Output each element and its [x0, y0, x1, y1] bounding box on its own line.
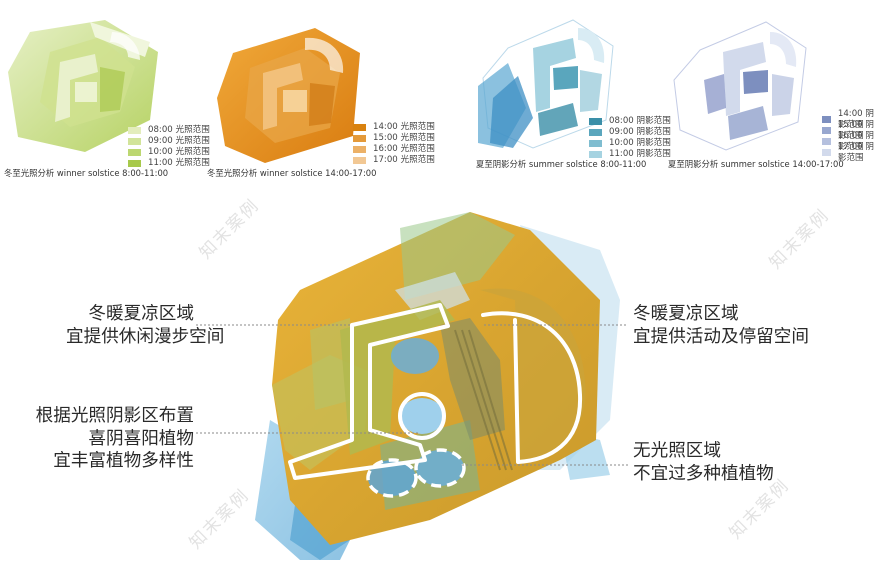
legend-label: 14:00 光照范围: [373, 122, 435, 132]
callout-line: 宜提供休闲漫步空间: [66, 326, 225, 347]
legend-item: 14:00 光照范围: [353, 122, 435, 133]
callout-left-leisure-walk: 冬暖夏凉区域 宜提供休闲漫步空间: [66, 303, 225, 348]
callout-line: 宜丰富植物多样性: [53, 451, 194, 471]
summer-afternoon-shadow-map: [673, 21, 807, 151]
legend-swatch: [353, 157, 366, 164]
legend-swatch: [822, 149, 831, 156]
callout-right-activity: 冬暖夏凉区域 宜提供活动及停留空间: [633, 303, 809, 348]
legend-item: 08:00 光照范围: [128, 125, 210, 136]
legend-label: 08:00 光照范围: [148, 125, 210, 135]
legend-label: 17:00 阴影范围: [837, 141, 874, 163]
winter-afternoon-sunlight-map: [217, 28, 360, 163]
legend-label: 16:00 阴影范围: [837, 130, 874, 152]
winter-morning-sunlight-map: [8, 20, 158, 152]
legend-item: 09:00 阴影范围: [589, 127, 671, 138]
legend-item: 09:00 光照范围: [128, 136, 210, 147]
legend-item: 10:00 光照范围: [128, 147, 210, 158]
legend-summer-morning: 08:00 阴影范围 09:00 阴影范围 10:00 阴影范围 11:00 阴…: [589, 116, 671, 160]
legend-label: 10:00 光照范围: [148, 147, 210, 157]
legend-item: 14:00 阴影范围: [822, 109, 880, 130]
callout-right-no-sunlight: 无光照区域 不宜过多种植植物: [633, 440, 774, 485]
legend-label: 15:00 阴影范围: [837, 119, 874, 141]
legend-label: 08:00 阴影范围: [609, 116, 671, 126]
legend-item: 15:00 阴影范围: [822, 120, 880, 141]
legend-label: 15:00 光照范围: [373, 133, 435, 143]
legend-item: 11:00 阴影范围: [589, 149, 671, 160]
legend-item: 17:00 阴影范围: [822, 142, 880, 163]
legend-label: 11:00 光照范围: [148, 158, 210, 168]
legend-winter-morning: 08:00 光照范围 09:00 光照范围 10:00 光照范围 11:00 光…: [128, 125, 210, 169]
legend-swatch: [128, 138, 141, 145]
legend-swatch: [589, 151, 602, 158]
legend-swatch: [353, 124, 366, 131]
callout-line: 宜提供活动及停留空间: [633, 326, 809, 347]
legend-swatch: [822, 138, 831, 145]
callout-line: 不宜过多种植植物: [633, 463, 774, 484]
legend-item: 17:00 光照范围: [353, 155, 435, 166]
legend-item: 15:00 光照范围: [353, 133, 435, 144]
legend-label: 11:00 阴影范围: [609, 149, 671, 159]
legend-swatch: [128, 160, 141, 167]
callout-line: 冬暖夏凉区域: [88, 304, 194, 324]
legend-swatch: [128, 149, 141, 156]
legend-swatch: [128, 127, 141, 134]
callout-left-planting: 根据光照阴影区布置 喜阴喜阳植物 宜丰富植物多样性: [30, 405, 194, 473]
legend-label: 16:00 光照范围: [373, 144, 435, 154]
callout-line: 喜阴喜阳植物: [88, 428, 194, 449]
legend-label: 17:00 光照范围: [373, 155, 435, 165]
legend-swatch: [589, 118, 602, 125]
legend-winter-afternoon: 14:00 光照范围 15:00 光照范围 16:00 光照范围 17:00 光…: [353, 122, 435, 166]
callout-line: 无光照区域: [633, 441, 721, 461]
caption-summer-morning: 夏至阴影分析 summer solstice 8:00-11:00: [476, 159, 647, 169]
legend-swatch: [353, 135, 366, 142]
legend-swatch: [589, 129, 602, 136]
legend-label: 09:00 阴影范围: [609, 127, 671, 137]
summer-morning-shadow-map: [478, 19, 614, 149]
legend-item: 16:00 光照范围: [353, 144, 435, 155]
legend-item: 16:00 阴影范围: [822, 131, 880, 152]
legend-label: 14:00 阴影范围: [837, 108, 874, 130]
callout-line: 根据光照阴影区布置: [35, 406, 194, 426]
caption-winter-morning: 冬至光照分析 winner solstice 8:00-11:00: [4, 168, 169, 178]
legend-item: 11:00 光照范围: [128, 158, 210, 169]
legend-swatch: [822, 127, 831, 134]
caption-summer-afternoon: 夏至阴影分析 summer solstice 14:00-17:00: [668, 159, 844, 169]
legend-item: 10:00 阴影范围: [589, 138, 671, 149]
legend-swatch: [822, 116, 831, 123]
caption-winter-afternoon: 冬至光照分析 winner solstice 14:00-17:00: [207, 168, 377, 178]
legend-label: 10:00 阴影范围: [609, 138, 671, 148]
legend-item: 08:00 阴影范围: [589, 116, 671, 127]
legend-swatch: [353, 146, 366, 153]
callout-line: 冬暖夏凉区域: [633, 304, 739, 324]
legend-swatch: [589, 140, 602, 147]
legend-summer-afternoon: 14:00 阴影范围 15:00 阴影范围 16:00 阴影范围 17:00 阴…: [822, 109, 880, 163]
legend-label: 09:00 光照范围: [148, 136, 210, 146]
